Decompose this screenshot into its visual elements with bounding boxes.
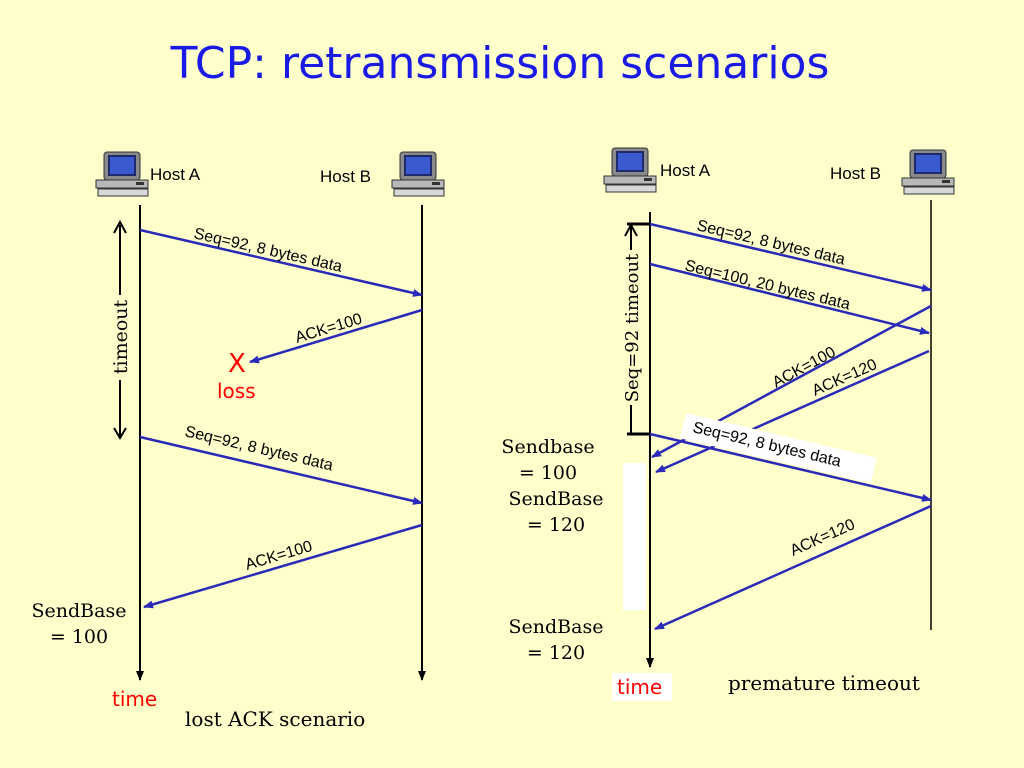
loss-label: loss [217,379,256,403]
host-a-computer-icon [95,151,149,197]
sendbase1-line2: = 100 [519,462,577,484]
ack100-lost-label: ACK=100 [293,311,364,347]
sendbase2-line2: = 120 [527,514,585,536]
time-label-bg [612,673,672,701]
host-a-computer-icon [603,147,657,193]
host-a-label: Host A [150,165,201,184]
timeout-up-arrow-icon [113,219,127,234]
host-b-label: Host B [830,164,881,183]
ack120-arrow [655,349,930,474]
timeout-label: timeout [110,300,132,375]
sendbase3-line1: SendBase [509,616,604,638]
lost-ack-diagram: Host A Host B timeout Seq=92, 8 bytes da… [32,151,445,731]
seq92-arrow [649,222,932,292]
seq92-retransmit-arrow [139,435,423,505]
sendbase-100-line1: SendBase [32,600,127,622]
host-b-computer-icon [391,151,445,197]
seq92-retransmit-label: Seq=92, 8 bytes data [183,423,335,474]
sendbase-100-line2: = 100 [50,626,108,648]
seq92-retransmit-arrow [649,432,932,502]
white-patch [623,463,646,610]
timeout-up-arrow-icon [624,222,638,237]
sendbase2-line1: SendBase [509,488,604,510]
slide-title: TCP: retransmission scenarios [170,38,830,89]
loss-x-mark: X [228,349,246,379]
seq100-arrow [649,262,930,335]
seq92-arrow [139,228,423,297]
seq92-retransmit-label-bg [680,413,877,484]
timeout-down-arrow-icon [113,427,127,440]
ack100-lost-arrow [249,308,423,364]
sendbase3-line2: = 120 [527,642,585,664]
sendbase1-line1: Sendbase [501,436,594,458]
premature-timeout-caption: premature timeout [728,671,920,695]
ack100-arrow [143,523,423,609]
host-a-label: Host A [660,161,711,180]
seq92-label: Seq=92, 8 bytes data [695,217,847,268]
seq92-label: Seq=92, 8 bytes data [192,225,344,275]
timeout-label: Seq=92 timeout [622,253,643,402]
premature-timeout-diagram: Host A Host B Seq=92 timeout Seq=92, 8 b… [501,147,955,701]
ack120-final-arrow [654,504,932,631]
time-label: time [617,675,662,699]
lost-ack-caption: lost ACK scenario [185,707,365,731]
time-label: time [112,687,157,711]
host-b-computer-icon [901,149,955,195]
host-b-label: Host B [320,167,371,186]
